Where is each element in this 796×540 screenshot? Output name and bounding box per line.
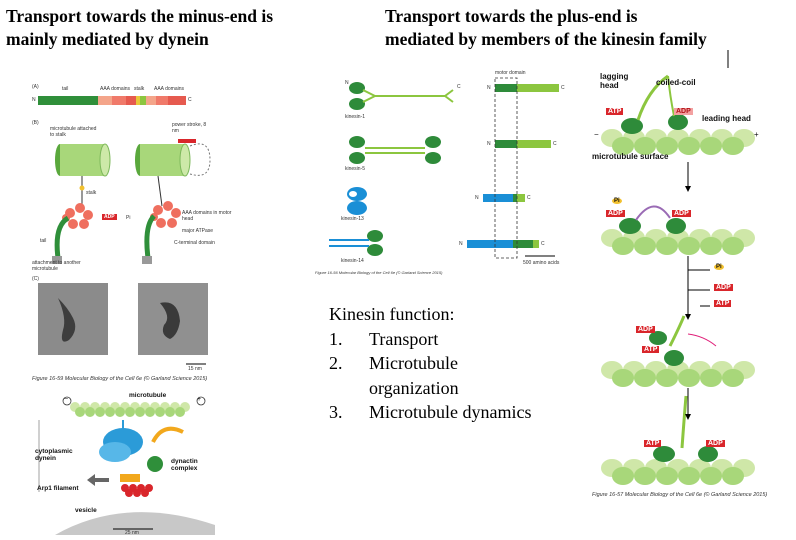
major-atpase-label: major ATPase bbox=[182, 228, 214, 234]
bar3-n: N bbox=[475, 195, 479, 201]
kinesin-domain-figure: motor domain N C kinesin-1 kinesin-5 kin… bbox=[315, 70, 585, 280]
kinesin14-label: kinesin-14 bbox=[341, 258, 364, 264]
walk-plus: + bbox=[754, 130, 759, 139]
leading-head-label: leading head bbox=[702, 114, 751, 123]
right-heading: Transport towards the plus-end is mediat… bbox=[385, 5, 707, 51]
adp-tag-6: ADP bbox=[706, 440, 725, 447]
adp-tag-3: ADP bbox=[672, 210, 691, 217]
kinesin-walking-svg bbox=[601, 50, 755, 485]
kinesin-function-title: Kinesin function: bbox=[329, 304, 455, 324]
bar4-n: N bbox=[459, 241, 463, 247]
tail-label: tail bbox=[40, 238, 47, 244]
dynactin-minus: − bbox=[64, 396, 69, 403]
item-number: 3. bbox=[329, 402, 343, 422]
dynactin-figure-svg bbox=[38, 396, 215, 535]
left-heading-line1: Transport towards the minus-end is bbox=[6, 6, 274, 26]
kinesin-function: Kinesin function: 1. Transport 2. Microt… bbox=[329, 302, 589, 425]
kinesin-domain-svg bbox=[329, 77, 559, 259]
power-stroke-label: power stroke, 8 nm bbox=[172, 122, 207, 134]
dynein-bar-n: N bbox=[32, 97, 36, 103]
coiled-coil-label: coiled-coil bbox=[656, 78, 696, 87]
atp-tag-2: ATP bbox=[714, 300, 732, 307]
walking-caption: Figure 16-57 Molecular Biology of the Ce… bbox=[592, 492, 768, 498]
em-scale-label: 15 nm bbox=[188, 366, 202, 372]
arp1-label: Arp1 filament bbox=[37, 485, 79, 492]
kinesin-walking-figure: lagging head coiled-coil leading head mi… bbox=[590, 50, 796, 530]
bar2-c: C bbox=[553, 141, 557, 147]
panel-b-label: (B) bbox=[32, 120, 39, 126]
mt-attached-label: microtubule attached to stalk bbox=[50, 126, 97, 138]
aaa-motor-label: AAA domains in motor head bbox=[182, 210, 232, 222]
k1-c: C bbox=[457, 84, 461, 90]
bar2-n: N bbox=[487, 141, 491, 147]
vesicle-label: vesicle bbox=[75, 507, 97, 514]
dynein-adp-tag: ADP bbox=[102, 214, 117, 220]
atp-tag-4: ATP bbox=[644, 440, 662, 447]
adp-tag-4: ADP bbox=[714, 284, 733, 291]
kinesin-domain-caption: Figure 16-56 Molecular Biology of the Ce… bbox=[315, 270, 443, 275]
cyto-dynein-label: cytoplasmic dynein bbox=[35, 448, 73, 462]
cterm-label: C-terminal domain bbox=[174, 240, 215, 246]
motor-domain-label: motor domain bbox=[495, 70, 526, 76]
item-text: Microtubule organization bbox=[369, 353, 459, 398]
kinesin-function-item: 1. Transport bbox=[329, 327, 589, 352]
bar3-c: C bbox=[527, 195, 531, 201]
dynactin-scale: 25 nm bbox=[125, 530, 139, 536]
atp-tag-1: ATP bbox=[606, 108, 624, 115]
dynein-figure-svg bbox=[38, 96, 211, 365]
k1-n: N bbox=[345, 80, 349, 86]
pi-badge-2: Pi bbox=[714, 264, 724, 270]
kinesin-function-item: 2. Microtubule organization bbox=[329, 351, 589, 400]
panel-c-label: (C) bbox=[32, 276, 39, 282]
left-heading: Transport towards the minus-end is mainl… bbox=[6, 5, 273, 51]
panel-a-label: (A) bbox=[32, 84, 39, 90]
left-heading-line2: mainly mediated by dynein bbox=[6, 29, 209, 49]
amino-acid-scale: 500 amino acids bbox=[523, 260, 560, 266]
bar-tail-label: tail bbox=[62, 86, 69, 92]
adp-tag-2: ADP bbox=[606, 210, 625, 217]
kinesin5-label: kinesin-5 bbox=[345, 166, 366, 172]
bar4-c: C bbox=[541, 241, 545, 247]
lagging-head-label: lagging head bbox=[600, 72, 629, 90]
dynein-caption: Figure 16-59 Molecular Biology of the Ce… bbox=[32, 376, 208, 382]
adp-tag-1: ADP bbox=[674, 108, 693, 115]
dynein-figure: (A) N C tail AAA domains stalk AAA domai… bbox=[30, 78, 240, 388]
attachment-label: attachment to another microtubule bbox=[32, 260, 81, 272]
item-text: Transport bbox=[369, 328, 439, 349]
dynactin-label: dynactin complex bbox=[171, 458, 198, 472]
bar-aaa2-label: AAA domains bbox=[154, 86, 185, 92]
bar-stalk-label: stalk bbox=[134, 86, 145, 92]
walk-minus: − bbox=[594, 130, 599, 139]
bar-aaa-label: AAA domains bbox=[100, 86, 131, 92]
dynein-bar-c: C bbox=[188, 97, 192, 103]
adp-tag-5: ADP bbox=[636, 326, 655, 333]
pi-badge-1: Pi bbox=[612, 198, 622, 204]
kinesin1-label: kinesin-1 bbox=[345, 114, 366, 120]
microtubule-label: microtubule bbox=[129, 392, 167, 399]
item-number: 1. bbox=[329, 328, 343, 349]
item-number: 2. bbox=[329, 353, 343, 373]
right-heading-line2: mediated by members of the kinesin famil… bbox=[385, 29, 707, 49]
item-text: Microtubule dynamics bbox=[369, 402, 532, 422]
mt-surface-label: microtubule surface bbox=[592, 152, 669, 161]
atp-tag-3: ATP bbox=[642, 346, 660, 353]
kinesin-function-item: 3. Microtubule dynamics bbox=[329, 400, 589, 425]
dynein-pi-label: Pi bbox=[126, 215, 131, 221]
bar1-c: C bbox=[561, 85, 565, 91]
stalk-label: stalk bbox=[86, 190, 97, 196]
bar1-n: N bbox=[487, 85, 491, 91]
dynactin-plus: + bbox=[197, 396, 202, 403]
right-heading-line1: Transport towards the plus-end is bbox=[385, 6, 638, 26]
dynactin-figure: − + microtubule cytoplasmic dynein dynac… bbox=[35, 392, 215, 536]
kinesin13-label: kinesin-13 bbox=[341, 216, 364, 222]
